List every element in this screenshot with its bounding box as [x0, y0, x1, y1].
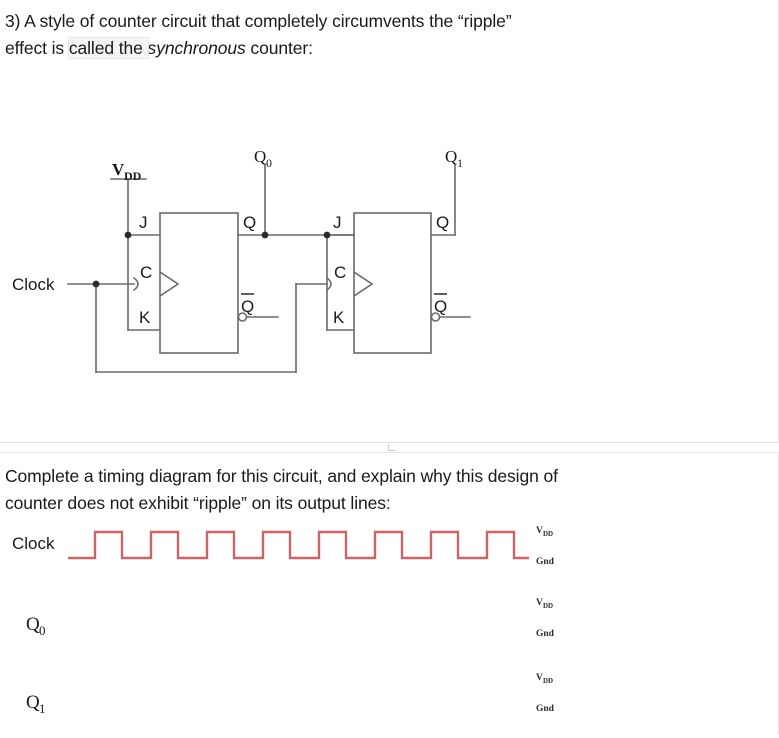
timing-q0-label: Q [26, 614, 40, 635]
q0-label-sub: 0 [266, 156, 272, 170]
timing-row-clock: Clock V DD Gnd [12, 526, 555, 567]
ff0-clock-triangle [158, 270, 180, 298]
timing-q0-label-sub: 0 [39, 623, 46, 638]
question-top-line2-a: effect is [5, 38, 69, 58]
circuit-svg: Clock V DD Q 0 Q 1 J C K Q Q [12, 147, 471, 373]
ff0-pin-k-label: K [139, 308, 151, 327]
ff1-clock-triangle [352, 270, 374, 298]
timing-diagram: Clock V DD Gnd Q 0 V DD Gnd Q [0, 523, 620, 733]
vdd-label-sub: DD [124, 169, 142, 183]
ff1-box [353, 212, 432, 354]
timing-row-q1: Q 1 V DD Gnd [26, 673, 555, 716]
junction-dot-ff1j [323, 231, 331, 239]
ff0-clock-notch [132, 276, 139, 292]
ff0-box [159, 212, 239, 354]
question-top-selected-text[interactable]: called the [67, 37, 149, 59]
question-block-top: 3) A style of counter circuit that compl… [0, 0, 779, 443]
question-bottom-line1: Complete a timing diagram for this circu… [5, 466, 558, 486]
q0-low-level-label: Gnd [536, 629, 555, 639]
junction-dot-q0 [261, 231, 269, 239]
ff0-pin-c-label: C [140, 263, 152, 282]
ff0-pin-j-label: J [139, 213, 148, 232]
timing-clock-label: Clock [12, 534, 55, 553]
ff1-pin-q-label: Q [436, 213, 449, 232]
ff1-pin-c-label: C [334, 263, 346, 282]
clock-waveform [68, 530, 529, 560]
q1-high-level-label: V [536, 673, 543, 683]
question-top-line1-a: 3) A style of counter circuit that compl… [5, 11, 458, 31]
q0-high-level-label: V [536, 598, 543, 608]
q1-high-level-label-sub: DD [543, 677, 553, 685]
question-bottom-text: Complete a timing diagram for this circu… [5, 463, 765, 517]
clock-high-level-label: V [536, 526, 543, 536]
ff0-pin-q-label: Q [243, 213, 256, 232]
q0-label: Q [254, 147, 266, 166]
q1-label: Q [445, 147, 457, 166]
vdd-label: V [112, 160, 125, 179]
timing-q1-label-sub: 1 [39, 701, 46, 716]
circuit-schematic: Clock V DD Q 0 Q 1 J C K Q Q [0, 140, 520, 400]
ff1-pin-qbar-label: Q [434, 297, 447, 316]
junction-dots [92, 231, 331, 288]
circuit-clock-label: Clock [12, 275, 55, 294]
ff1-clock-notch [325, 276, 332, 292]
ff1-pin-j-label: J [333, 213, 342, 232]
ff1-pin-k-label: K [333, 308, 345, 327]
question-bottom-line2: counter does not exhibit “ripple” on its… [5, 493, 391, 513]
timing-svg: Clock V DD Gnd Q 0 V DD Gnd Q [12, 526, 555, 716]
q1-low-level-label: Gnd [536, 704, 555, 714]
question-top-italic-term: synchronous [147, 38, 246, 58]
page-tick-mark [388, 444, 396, 451]
question-top-line1-quoted: “ripple” [457, 11, 512, 31]
ff0-pin-qbar-label: Q [241, 297, 254, 316]
question-top-text: 3) A style of counter circuit that compl… [5, 8, 765, 62]
question-block-bottom: Complete a timing diagram for this circu… [0, 452, 779, 734]
clock-low-level-label: Gnd [536, 557, 555, 567]
clock-high-level-label-sub: DD [543, 530, 553, 538]
timing-row-q0: Q 0 V DD Gnd [26, 598, 555, 639]
timing-q1-label: Q [26, 692, 40, 713]
q0-high-level-label-sub: DD [543, 602, 553, 610]
junction-dot-clock [92, 280, 100, 288]
question-top-line2-b: counter: [245, 38, 313, 58]
junction-dot-vdd [124, 231, 132, 239]
q1-label-sub: 1 [457, 156, 463, 170]
